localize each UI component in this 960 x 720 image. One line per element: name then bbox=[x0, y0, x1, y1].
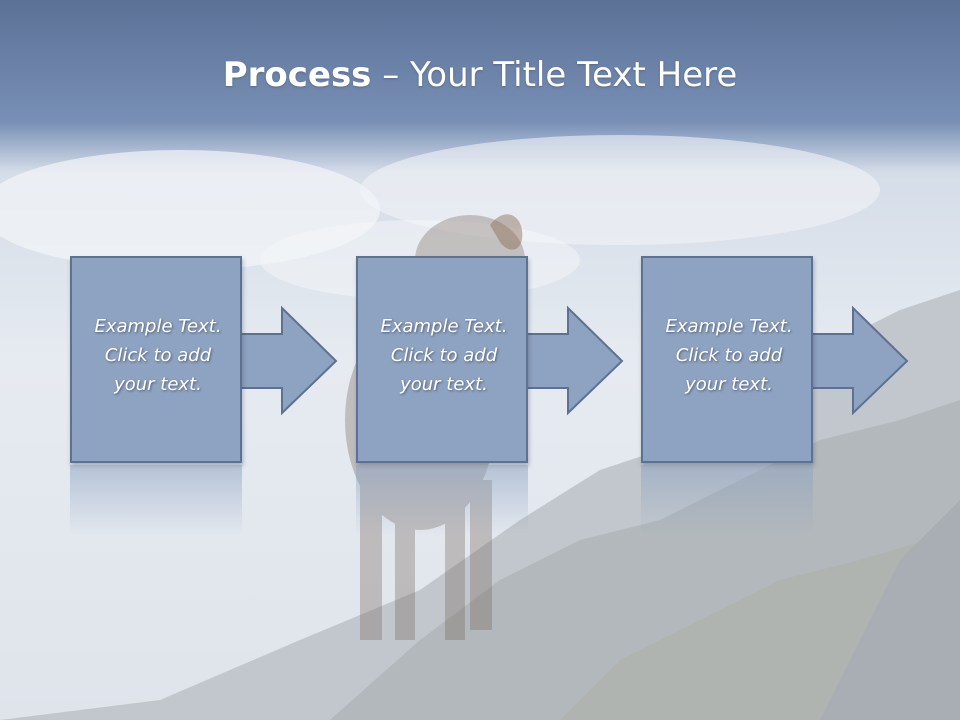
process-step-3: Example Text. Click to add your text. bbox=[641, 256, 909, 535]
title-rest: – Your Title Text Here bbox=[371, 55, 738, 95]
process-box-2[interactable]: Example Text. Click to add your text. bbox=[356, 256, 528, 463]
step-3-line-3: your text. bbox=[685, 374, 773, 395]
step-3-line-2: Click to add bbox=[675, 345, 783, 366]
right-arrow-icon bbox=[515, 305, 624, 416]
step-2-line-3: your text. bbox=[400, 374, 488, 395]
step-1-line-3: your text. bbox=[114, 374, 202, 395]
process-step-1: Example Text. Click to add your text. bbox=[70, 256, 338, 535]
step-1-line-1: Example Text. bbox=[94, 316, 222, 337]
slide-title: Process – Your Title Text Here bbox=[0, 52, 960, 98]
step-3-line-1: Example Text. bbox=[665, 316, 793, 337]
process-step-2: Example Text. Click to add your text. bbox=[356, 256, 624, 535]
step-1-line-2: Click to add bbox=[104, 345, 212, 366]
step-2-line-2: Click to add bbox=[390, 345, 498, 366]
title-bold-word: Process bbox=[222, 55, 372, 95]
step-2-line-1: Example Text. bbox=[380, 316, 508, 337]
box-2-reflection bbox=[356, 465, 528, 535]
right-arrow-icon bbox=[229, 305, 338, 416]
right-arrow-icon bbox=[800, 305, 909, 416]
box-3-reflection bbox=[641, 465, 813, 535]
process-box-2-text: Example Text. Click to add your text. bbox=[358, 312, 530, 399]
process-box-3[interactable]: Example Text. Click to add your text. bbox=[641, 256, 813, 463]
process-box-1-text: Example Text. Click to add your text. bbox=[72, 312, 244, 399]
process-box-3-text: Example Text. Click to add your text. bbox=[643, 312, 815, 399]
box-1-reflection bbox=[70, 465, 242, 535]
process-box-1[interactable]: Example Text. Click to add your text. bbox=[70, 256, 242, 463]
